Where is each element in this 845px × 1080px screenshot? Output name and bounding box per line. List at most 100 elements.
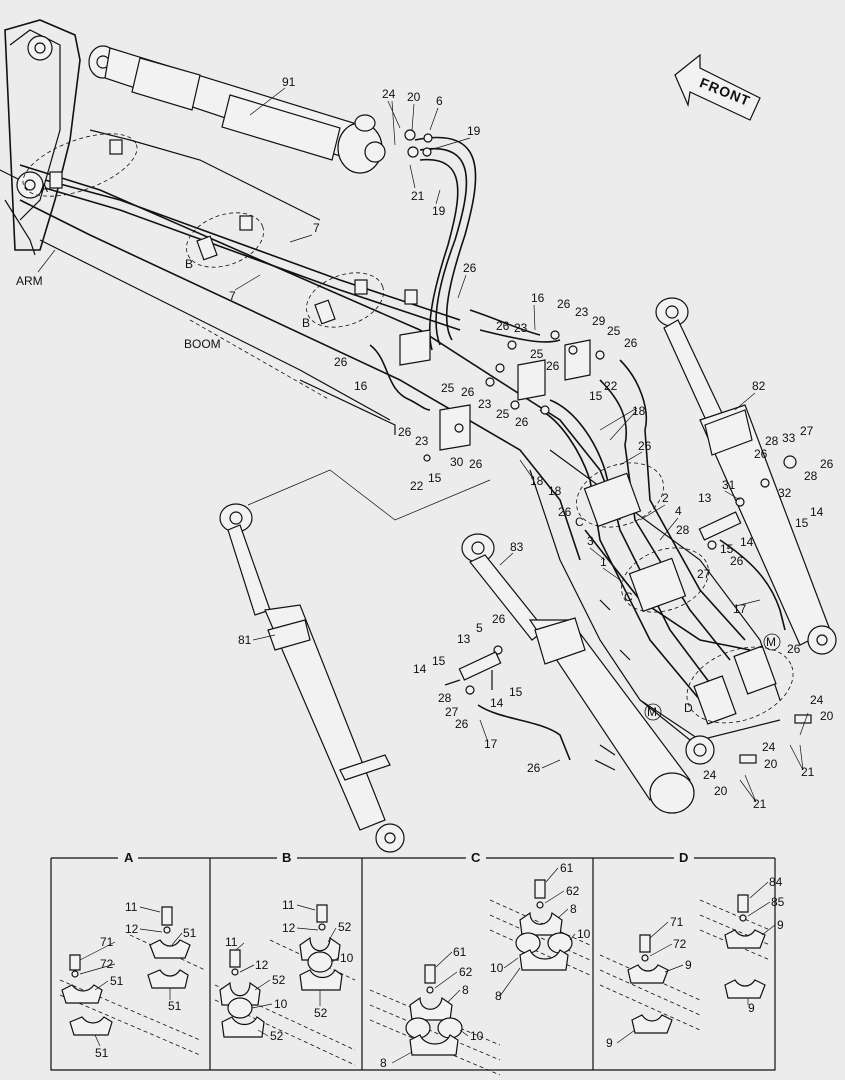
part-number: 9 xyxy=(606,1036,613,1050)
arm-label: ARM xyxy=(16,274,43,288)
callout-d: D xyxy=(684,701,693,715)
part-number: 26 xyxy=(515,415,529,429)
part-number: 17 xyxy=(733,602,747,616)
part-number: 8 xyxy=(462,983,469,997)
part-number: 3 xyxy=(587,534,594,548)
detail-d-numbers: 84 85 9 71 72 9 9 9 xyxy=(606,875,785,1050)
arm-cylinder xyxy=(88,45,386,174)
part-number: 21 xyxy=(411,189,425,203)
arm-structure xyxy=(0,19,81,256)
callout-a: A xyxy=(40,181,48,195)
part-number: 31 xyxy=(722,478,736,492)
part-number: 14 xyxy=(740,535,754,549)
part-number: 26 xyxy=(730,554,744,568)
part-number: 14 xyxy=(490,696,504,710)
part-number: 28 xyxy=(765,434,779,448)
part-number: 13 xyxy=(698,491,712,505)
part-number: 61 xyxy=(453,945,467,959)
part-number: 8 xyxy=(380,1056,387,1070)
part-number: 18 xyxy=(548,484,562,498)
part-number: 27 xyxy=(445,705,459,719)
detail-header-b: B xyxy=(282,850,291,865)
part-number: 15 xyxy=(795,516,809,530)
clamps-fittings xyxy=(49,129,812,764)
boom-structure xyxy=(16,129,781,765)
part-number: 14 xyxy=(810,505,824,519)
detail-d-drawing xyxy=(599,894,771,1034)
part-number: 26 xyxy=(398,425,412,439)
detail-header-d: D xyxy=(679,850,688,865)
part-number: 11 xyxy=(125,900,138,914)
part-number: 62 xyxy=(459,965,473,979)
leader-lines xyxy=(234,87,809,803)
part-number: 10 xyxy=(470,1029,484,1043)
part-number: 52 xyxy=(314,1006,328,1020)
part-number: 26 xyxy=(455,717,469,731)
marker-m-1: M xyxy=(766,635,776,649)
part-number: 10 xyxy=(274,997,288,1011)
part-number: 9 xyxy=(748,1001,755,1015)
part-number: 51 xyxy=(110,974,124,988)
detail-a-numbers: 11 12 51 51 71 72 51 51 xyxy=(79,900,197,1060)
part-number: 52 xyxy=(270,1029,284,1043)
part-number: 26 xyxy=(463,261,477,275)
part-number: 26 xyxy=(754,447,768,461)
part-number: 25 xyxy=(607,324,621,338)
part-number: 11 xyxy=(225,935,238,949)
part-number: 23 xyxy=(514,321,528,335)
callout-b-1: B xyxy=(185,257,193,271)
part-number: 72 xyxy=(100,957,114,971)
part-number: 14 xyxy=(413,662,427,676)
part-number: 71 xyxy=(670,915,684,929)
part-number: 8 xyxy=(495,989,502,1003)
part-number: 20 xyxy=(714,784,728,798)
part-number: 6 xyxy=(436,94,443,108)
part-number: 26 xyxy=(624,336,638,350)
part-number: 25 xyxy=(530,347,544,361)
marker-m-2: M xyxy=(647,705,657,719)
part-number: 19 xyxy=(432,204,446,218)
part-number: 28 xyxy=(676,523,690,537)
part-number: 29 xyxy=(592,314,606,328)
part-number: 26 xyxy=(496,319,510,333)
part-number: 2 xyxy=(662,491,669,505)
part-number: 24 xyxy=(703,768,717,782)
part-number: 85 xyxy=(771,895,785,909)
part-number: 7 xyxy=(229,289,236,303)
part-number: 19 xyxy=(467,124,481,138)
part-number: 26 xyxy=(492,612,506,626)
part-number: 23 xyxy=(415,434,429,448)
part-number: 15 xyxy=(428,471,442,485)
part-number: 22 xyxy=(604,379,618,393)
part-number: 11 xyxy=(282,898,295,912)
main-part-numbers: 91 24 20 6 19 21 19 7 7 26 16 26 23 29 2… xyxy=(229,75,834,811)
part-number: 62 xyxy=(566,884,580,898)
part-number: 12 xyxy=(255,958,269,972)
boom-cylinder-right xyxy=(655,297,837,655)
callout-c-1: C xyxy=(575,515,584,529)
part-number: 10 xyxy=(577,927,591,941)
part-number: 24 xyxy=(382,87,396,101)
callout-ellipses xyxy=(22,133,794,724)
part-number: 27 xyxy=(800,424,814,438)
front-direction-arrow: FRONT xyxy=(674,53,761,121)
part-number: 10 xyxy=(490,961,504,975)
part-number: 26 xyxy=(557,297,571,311)
part-number: 24 xyxy=(762,740,776,754)
part-number: 21 xyxy=(753,797,767,811)
detail-panels: A B C D xyxy=(50,850,776,1071)
detail-a-drawing xyxy=(59,906,206,1056)
part-number: 82 xyxy=(752,379,766,393)
boom-cylinder-center xyxy=(461,533,695,814)
part-number: 51 xyxy=(168,999,182,1013)
part-number: 84 xyxy=(769,875,783,889)
part-number: 26 xyxy=(820,457,834,471)
part-number: 26 xyxy=(469,457,483,471)
callout-letters: A B B C C D M M xyxy=(40,181,781,721)
part-number: 20 xyxy=(407,90,421,104)
part-number: 72 xyxy=(673,937,687,951)
detail-header-a: A xyxy=(124,850,134,865)
part-number: 15 xyxy=(589,389,603,403)
part-number: 26 xyxy=(638,439,652,453)
